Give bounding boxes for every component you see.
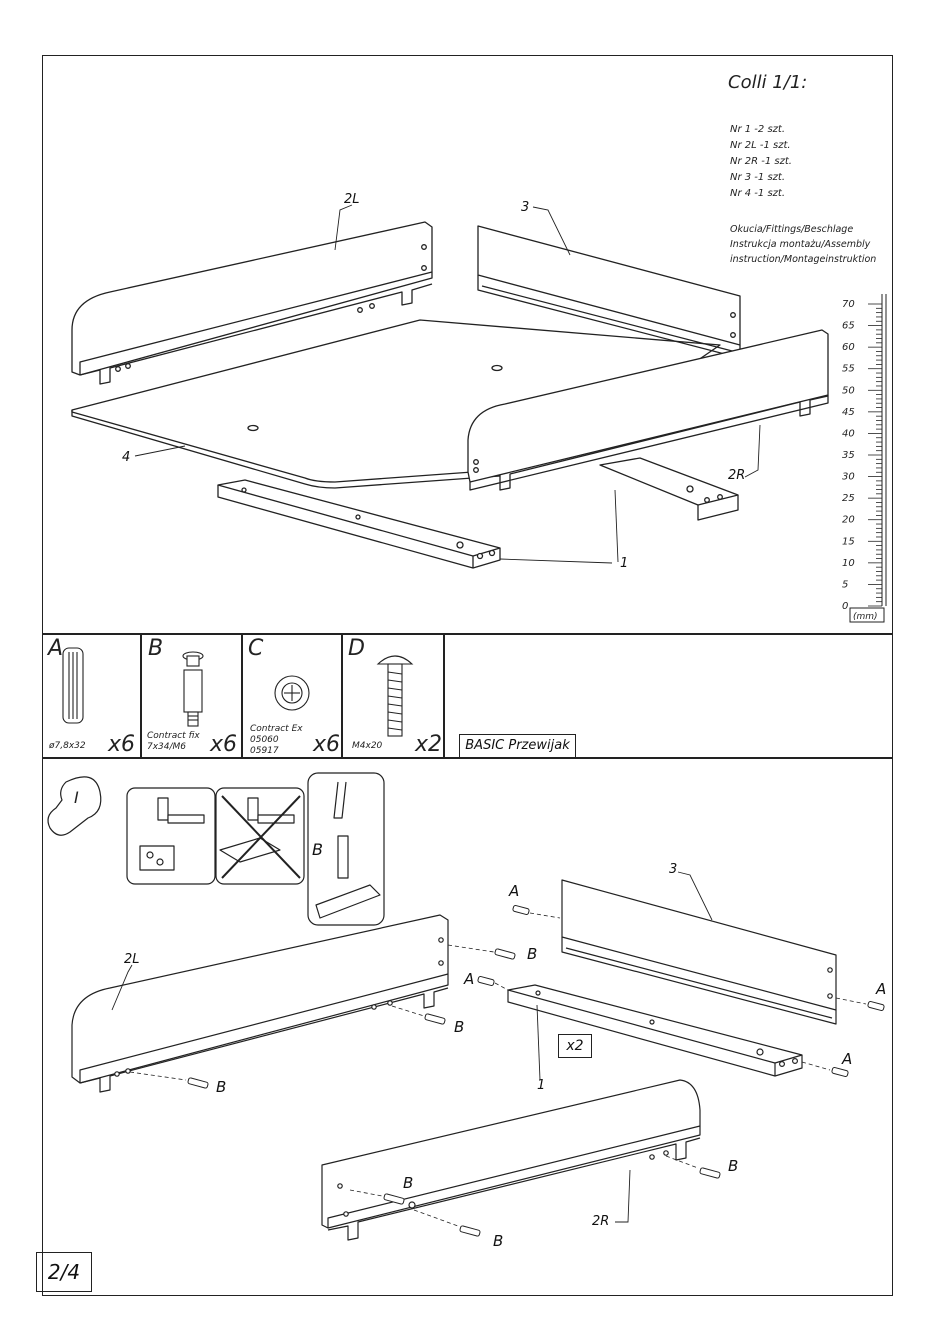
bolt-icon [494, 948, 516, 960]
top-label-2r: 2R [728, 468, 746, 483]
fitting-label-b: B [728, 1157, 739, 1175]
parts-divider-2 [241, 633, 243, 757]
ruler-label: 55 [842, 364, 855, 375]
part-c-qty: x6 [313, 732, 341, 757]
part-d-qty: x2 [415, 732, 443, 757]
fitting-label-a: A [842, 1050, 853, 1068]
page-number: 2/4 [36, 1252, 92, 1292]
part-d-spec: M4x20 [352, 741, 383, 751]
side-2l-bottom [71, 914, 449, 1084]
fittings-line: Okucia/Fittings/Beschlage [730, 224, 854, 235]
dowel-icon [831, 1066, 849, 1078]
ruler-label: 50 [842, 385, 855, 396]
part-a-spec: ø7,8x32 [49, 741, 86, 751]
screw-icon [376, 655, 414, 737]
fitting-label-b: B [403, 1174, 414, 1192]
colli-item: Nr 2L -1 szt. [730, 140, 791, 151]
part-c-letter: C [248, 636, 264, 661]
dowel-icon [867, 1000, 885, 1012]
colli-list: Nr 1 -2 szt. Nr 2L -1 szt. Nr 2R -1 szt.… [730, 122, 792, 202]
ruler-label: 20 [842, 515, 855, 526]
side-2l [71, 221, 433, 376]
ruler-label: 70 [842, 299, 855, 310]
step-number: I [74, 788, 79, 807]
bolt-icon [424, 1013, 446, 1025]
cam-lock-icon [274, 675, 310, 711]
top-label-2l: 2L [344, 192, 360, 207]
bottom-label-3: 3 [669, 862, 678, 877]
ruler-label: 10 [842, 558, 855, 569]
back-3-bottom [561, 879, 837, 1011]
ruler-label: 0 [842, 601, 848, 612]
fitting-label-b: B [493, 1232, 504, 1250]
bolt-icon [383, 1193, 405, 1205]
product-name-box: BASIC Przewijak [459, 734, 576, 758]
page-frame [42, 55, 893, 1296]
parts-divider-1 [140, 633, 142, 757]
fitting-label-b: B [216, 1078, 227, 1096]
ruler-label: 30 [842, 472, 855, 483]
ruler-unit: (mm) [853, 612, 878, 622]
bolt-icon [459, 1225, 481, 1237]
colli-item: Nr 2R -1 szt. [730, 156, 792, 167]
ruler-label: 60 [842, 342, 855, 353]
part-b-qty: x6 [210, 732, 238, 757]
section-divider-top [42, 633, 893, 635]
ruler-label: 15 [842, 536, 855, 547]
detail-label-b: B [312, 840, 323, 859]
fitting-label-b: B [454, 1018, 465, 1036]
contract-fix-icon [182, 651, 204, 727]
fittings-info: Okucia/Fittings/Beschlage Instrukcja mon… [730, 222, 876, 267]
part-b-spec: Contract fix 7x34/M6 [147, 731, 200, 752]
part-d-letter: D [348, 636, 365, 661]
dowel-icon [477, 975, 495, 987]
colli-item: Nr 4 -1 szt. [730, 188, 786, 199]
bolt-icon [699, 1167, 721, 1179]
part-c-spec: Contract Ex 05060 05917 [250, 724, 303, 756]
colli-item: Nr 3 -1 szt. [730, 172, 786, 183]
part-a-letter: A [48, 636, 64, 661]
side-2r [467, 329, 829, 483]
ruler-label: 40 [842, 428, 855, 439]
fitting-label-a: A [509, 882, 520, 900]
parts-divider-4 [443, 633, 445, 757]
ruler-label: 35 [842, 450, 855, 461]
fitting-label-a: A [876, 980, 887, 998]
top-label-1: 1 [620, 556, 629, 571]
fitting-label-a: A [464, 970, 475, 988]
step-bulb-icon [47, 776, 102, 836]
part-b-letter: B [148, 636, 164, 661]
bottom-label-2l: 2L [124, 952, 140, 967]
part-a-qty: x6 [108, 732, 136, 757]
ruler-label: 5 [842, 579, 848, 590]
colli-title: Colli 1/1: [728, 72, 808, 93]
bottom-label-2r: 2R [592, 1214, 610, 1229]
ruler-label: 45 [842, 407, 855, 418]
side-2r-bottom [321, 1079, 701, 1229]
ruler-label: 25 [842, 493, 855, 504]
dowel-icon [62, 647, 84, 724]
parts-divider-3 [341, 633, 343, 757]
rail-quantity-box: x2 [558, 1034, 592, 1058]
dowel-icon [512, 904, 530, 916]
ruler-label: 65 [842, 321, 855, 332]
fittings-line: Instrukcja montażu/Assembly [730, 239, 871, 250]
colli-item: Nr 1 -2 szt. [730, 124, 786, 135]
fittings-line: instruction/Montageinstruktion [730, 254, 877, 265]
bolt-icon [187, 1077, 209, 1089]
fitting-label-b: B [527, 945, 538, 963]
top-label-3: 3 [521, 200, 530, 215]
top-label-4: 4 [122, 450, 131, 465]
bottom-label-1: 1 [537, 1078, 546, 1093]
